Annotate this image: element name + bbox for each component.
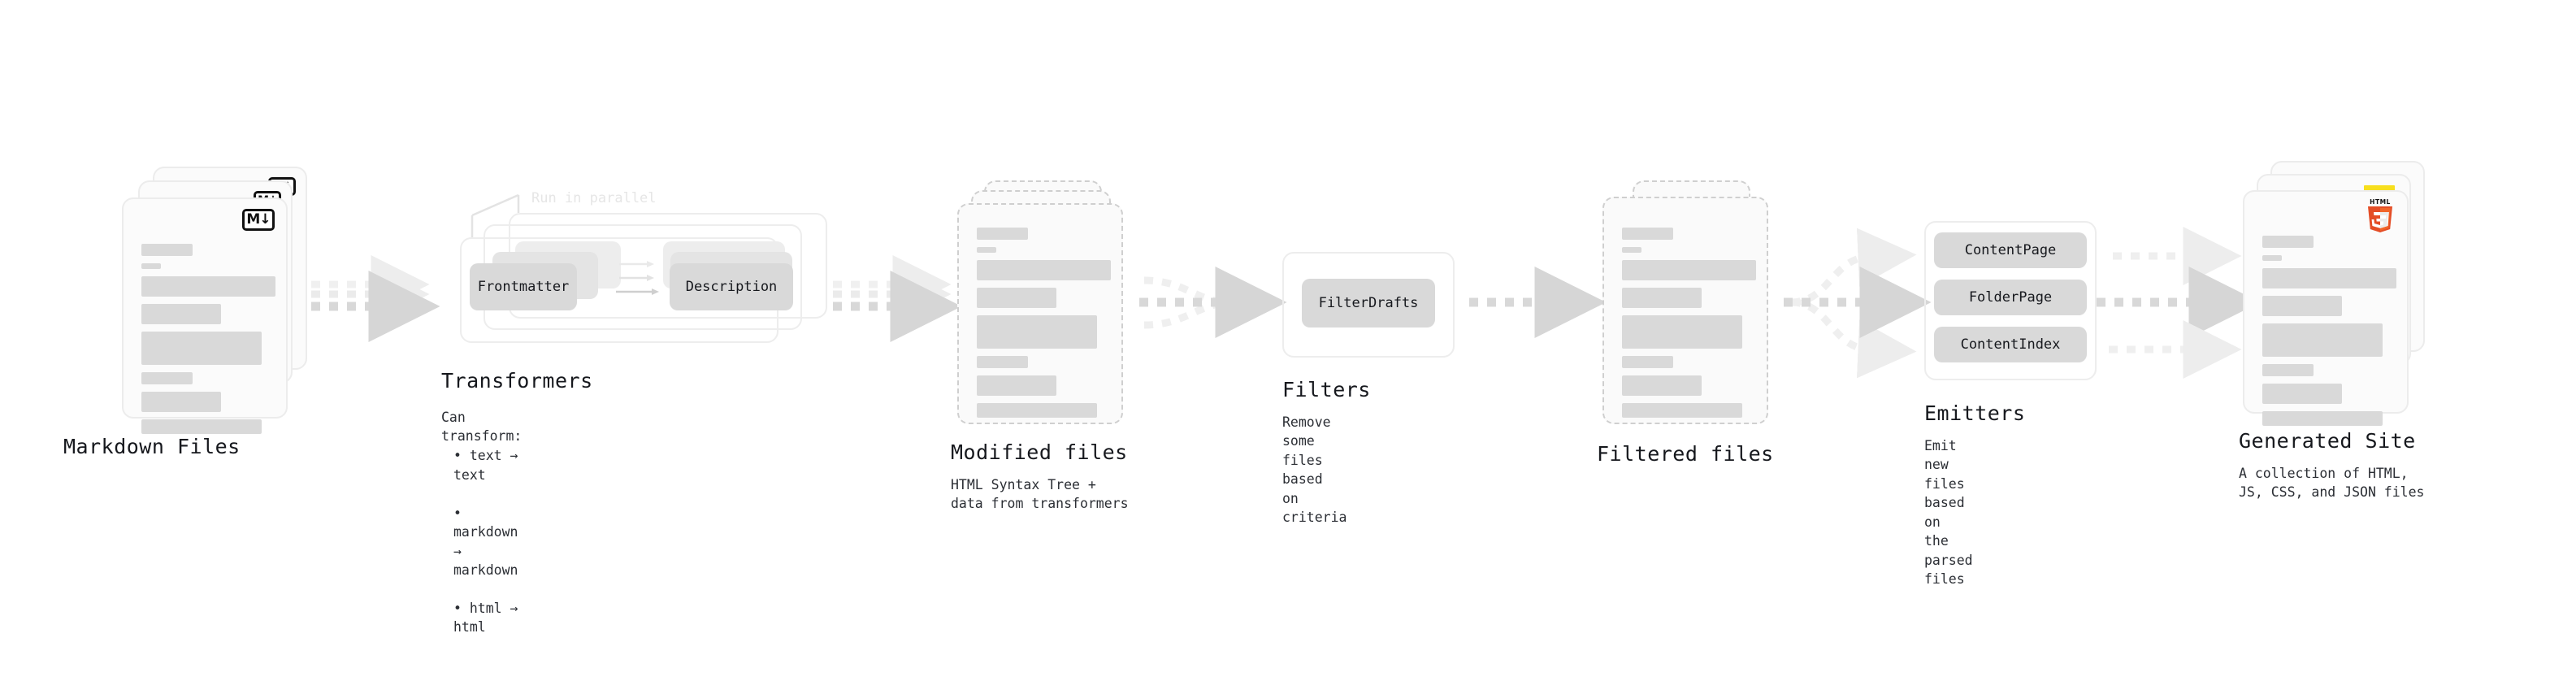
emitters-subtitle: Emit new files based on the parsed files bbox=[1924, 438, 1973, 587]
stage-title-markdown-files: Markdown Files bbox=[63, 435, 241, 458]
document-front: HTML bbox=[2243, 190, 2409, 426]
bullet-glyph-icon: • bbox=[453, 600, 462, 616]
document-front: M↓ bbox=[122, 197, 288, 434]
parallel-bracket-icon bbox=[471, 193, 520, 239]
connector-transformers-to-modified bbox=[833, 255, 962, 342]
stage-markdown-files: M↓ M↓ M↓ Markdown Files bbox=[63, 167, 309, 458]
connector-modified-to-filters bbox=[1139, 267, 1287, 338]
transformer-node-frontmatter[interactable]: Frontmatter bbox=[470, 263, 577, 310]
generated-doc-stack: CSS HTML bbox=[2243, 161, 2430, 426]
document-front bbox=[957, 203, 1123, 424]
modified-files-subtitle: HTML Syntax Tree + data from transformer… bbox=[951, 477, 1129, 512]
doc-content-lines bbox=[2262, 236, 2396, 433]
emitter-node-folderpage[interactable]: FolderPage bbox=[1934, 280, 2087, 315]
connector-markdown-to-transformers bbox=[311, 255, 440, 342]
stage-title-transformers: Transformers bbox=[441, 369, 593, 393]
transformer-inner-arrows bbox=[616, 261, 659, 295]
transformers-bullets: • text → text • markdown → markdown • ht… bbox=[453, 427, 518, 656]
emitters-panel bbox=[1924, 221, 2097, 380]
bullet-glyph-icon: • bbox=[453, 505, 462, 521]
stage-title-filters: Filters bbox=[1282, 378, 1371, 401]
transformers-bullet-item: • html → html bbox=[453, 599, 518, 637]
connector-filtered-to-emitters bbox=[1784, 228, 1932, 379]
modified-doc-stack bbox=[957, 180, 1144, 424]
transformers-bullet-label: text → text bbox=[453, 448, 518, 483]
stage-title-generated-site: Generated Site bbox=[2239, 429, 2416, 453]
stage-generated-site: CSS HTML bbox=[2239, 161, 2430, 500]
transformers-bullet-item: • text → text bbox=[453, 446, 518, 484]
transformers-bullet-item: • markdown → markdown bbox=[453, 504, 518, 580]
stage-modified-files: Modified files HTML Syntax Tree + data f… bbox=[951, 180, 1144, 511]
emitter-node-contentindex[interactable]: ContentIndex bbox=[1934, 327, 2087, 362]
filtered-doc-stack bbox=[1602, 180, 1789, 424]
run-in-parallel-label: Run in parallel bbox=[531, 190, 657, 206]
filters-subtitle: Remove some files based on criteria bbox=[1282, 414, 1347, 526]
markdown-badge-icon: M↓ bbox=[242, 209, 275, 231]
filters-panel bbox=[1282, 252, 1455, 358]
filter-node-filterdrafts[interactable]: FilterDrafts bbox=[1302, 279, 1435, 327]
emitter-node-contentpage[interactable]: ContentPage bbox=[1934, 232, 2087, 268]
stage-title-filtered-files: Filtered files bbox=[1597, 442, 1774, 466]
stage-title-modified-files: Modified files bbox=[951, 440, 1128, 464]
doc-content-lines bbox=[977, 228, 1111, 425]
generated-site-subtitle: A collection of HTML, JS, CSS, and JSON … bbox=[2239, 466, 2425, 501]
svg-text:HTML: HTML bbox=[2370, 198, 2391, 206]
doc-content-lines bbox=[1622, 228, 1756, 425]
stage-title-emitters: Emitters bbox=[1924, 401, 2026, 425]
transformers-bullet-label: html → html bbox=[453, 600, 518, 635]
stage-filtered-files: Filtered files bbox=[1597, 180, 1789, 466]
document-front bbox=[1602, 197, 1768, 424]
html5-badge-icon: HTML bbox=[2363, 196, 2397, 233]
connector-emitters-to-site bbox=[2097, 227, 2261, 379]
transformers-bullet-label: markdown → markdown bbox=[453, 524, 518, 578]
transformer-node-description[interactable]: Description bbox=[670, 263, 793, 310]
bullet-glyph-icon: • bbox=[453, 448, 462, 464]
markdown-doc-stack: M↓ M↓ M↓ bbox=[122, 167, 309, 434]
transformers-subtitle: Can transform: bbox=[441, 410, 523, 445]
doc-content-lines bbox=[141, 244, 275, 441]
